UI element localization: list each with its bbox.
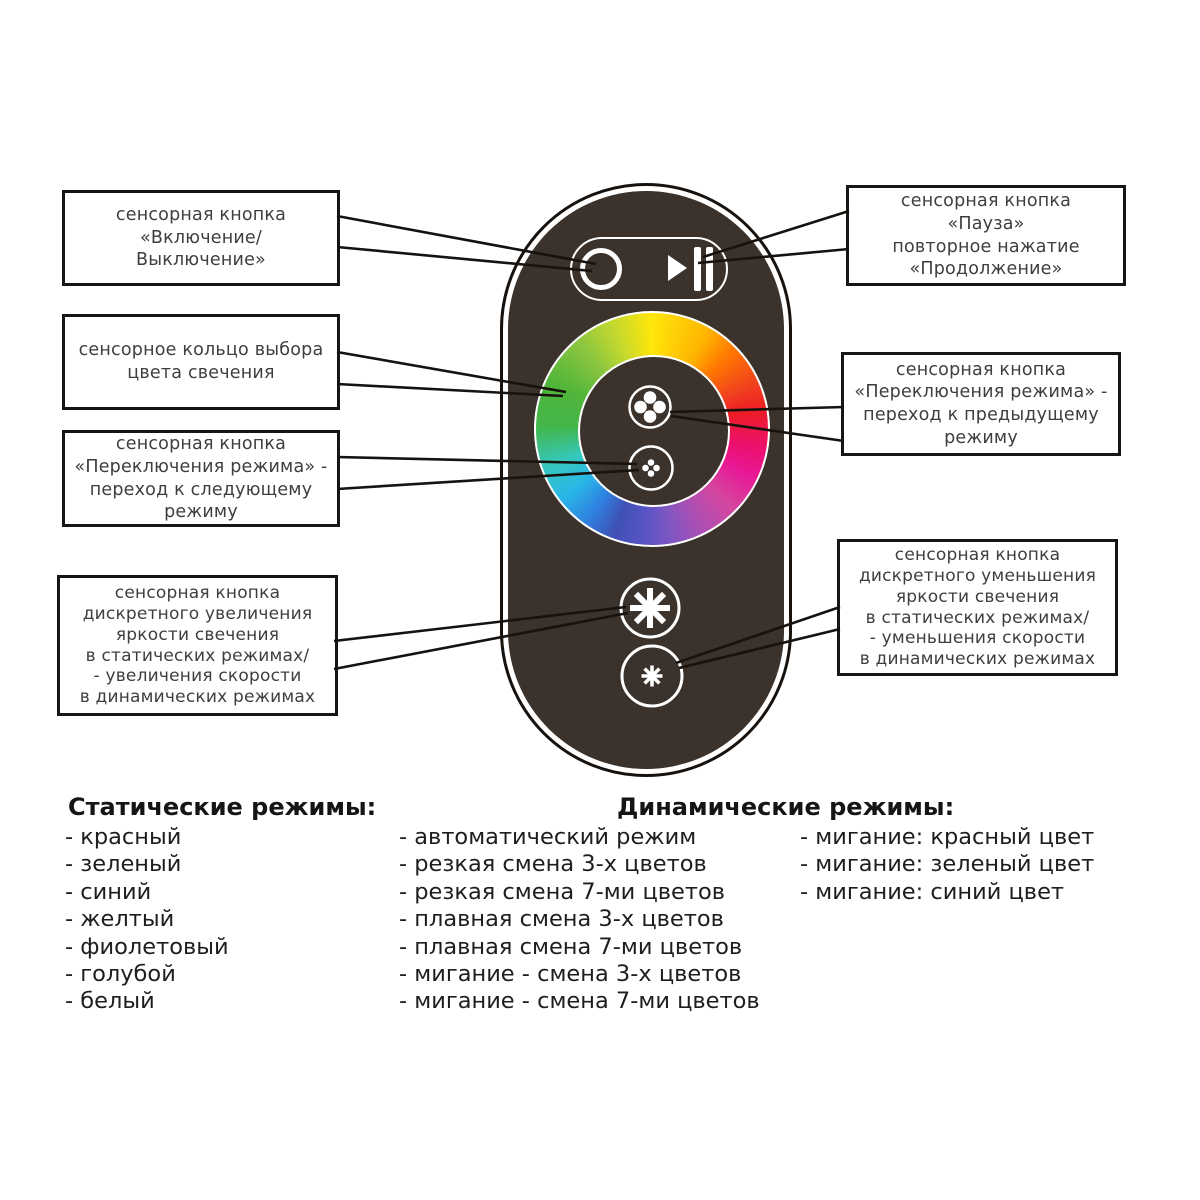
callout-line: переход к предыдущему [863,405,1099,425]
button-outline [628,445,674,491]
dynamic-modes-list-col1: - автоматический режим - резкая смена 3-… [399,824,760,1016]
callout-line: - увеличения скорости [93,666,302,687]
next-mode-button[interactable] [627,444,675,492]
callout-line: «Переключения режима» - [74,456,328,477]
callout-line: цвета свечения [127,363,275,383]
brightness-down-button[interactable] [619,643,685,709]
callout-line: сенсорная кнопка [114,583,281,604]
callout-line: режиму [164,502,238,523]
callout-line: повторное нажатие [892,236,1080,257]
four-small-dots-icon [642,459,660,477]
callout-line: «Пауза» [947,213,1025,234]
static-modes-header: Статические режимы: [68,793,377,821]
list-item: - мигание: синий цвет [800,878,1065,905]
callout-line: сенсорная кнопка [115,204,287,225]
list-item: - мигание: красный цвет [800,824,1095,850]
callout-brightness-down-button: сенсорная кнопка дискретного уменьшения … [837,539,1118,676]
callout-power-button: сенсорная кнопка «Включение/ Выключение» [62,190,340,286]
callout-color-ring: сенсорное кольцо выбора цвета свечения [62,314,340,410]
pause-bar-icon [694,247,701,291]
list-item: - фиолетовый [65,933,229,960]
callout-brightness-up-button: сенсорная кнопка дискретного увеличения … [57,575,338,716]
static-modes-list: - красный - зеленый - синий - желтый - ф… [65,824,229,1016]
list-item: - зеленый [65,851,182,878]
prev-mode-button[interactable] [627,384,673,430]
list-item: - резкая смена 7-ми цветов [399,878,725,905]
pause-bar-icon [706,247,713,291]
power-button[interactable] [580,248,622,290]
list-item: - мигание - смена 7-ми цветов [399,988,760,1015]
callout-line: яркости свечения [115,624,280,645]
callout-next-mode-button: сенсорная кнопка «Переключения режима» -… [62,430,340,527]
list-item: - желтый [65,906,175,933]
callout-line: сенсорная кнопка [895,359,1067,380]
brightness-up-button[interactable] [618,576,682,640]
list-item: - белый [65,988,155,1015]
large-asterisk-icon [630,588,670,628]
callout-line: - уменьшения скорости [869,628,1086,649]
list-item: - плавная смена 3-х цветов [399,906,724,933]
list-item: - мигание - смена 3-х цветов [399,961,742,988]
callout-line: «Включение/ [140,227,262,248]
callout-line: яркости свечения [895,586,1060,607]
list-item: - мигание: зеленый цвет [800,851,1095,878]
list-item: - красный [65,824,182,850]
callout-line: в динамических режимах [859,648,1096,669]
dynamic-modes-header: Динамические режимы: [617,793,955,821]
callout-line: «Продолжение» [909,259,1063,280]
dynamic-modes-list-col2: - мигание: красный цвет - мигание: зелен… [800,824,1094,906]
four-dots-icon [634,391,666,423]
callout-line: в статических режимах/ [865,607,1090,628]
list-item: - плавная смена 7-ми цветов [399,933,743,960]
list-item: - резкая смена 3-х цветов [399,851,707,878]
callout-line: сенсорное кольцо выбора [78,340,324,361]
callout-line: сенсорная кнопка [115,434,287,454]
callout-line: в статических режимах/ [85,645,310,666]
play-icon [668,255,687,281]
callout-line: дискретного увеличения [82,604,313,625]
callout-line: сенсорная кнопка [900,191,1072,211]
callout-line: переход к следующему [89,479,313,500]
list-item: - голубой [65,961,176,988]
callout-line: «Переключения режима» - [854,382,1108,403]
callout-line: дискретного уменьшения [858,566,1097,587]
list-item: - автоматический режим [399,824,697,850]
list-item: - синий [65,878,152,905]
callout-line: в динамических режимах [79,686,316,707]
callout-prev-mode-button: сенсорная кнопка «Переключения режима» -… [841,352,1121,456]
callout-line: режиму [944,427,1018,448]
callout-line: сенсорная кнопка [894,545,1061,566]
callout-line: Выключение» [136,250,266,271]
play-pause-button[interactable] [668,235,718,301]
button-outline [620,644,684,708]
callout-pause-button: сенсорная кнопка «Пауза» повторное нажат… [846,185,1126,286]
small-asterisk-icon [641,665,663,687]
